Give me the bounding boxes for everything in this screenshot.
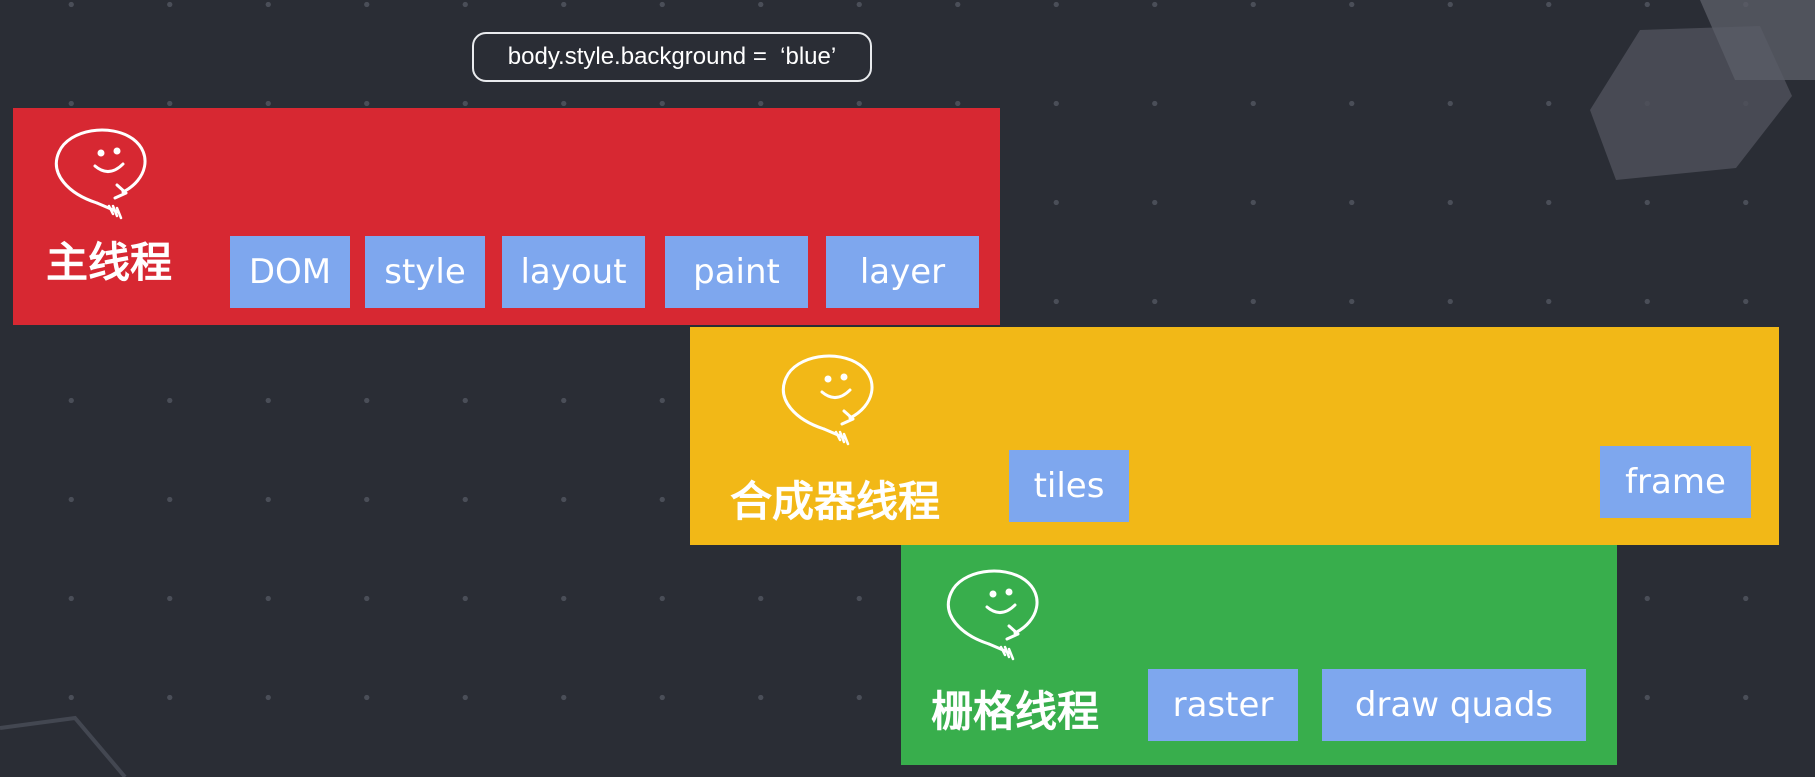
main-thread-band: 主线程 DOM style layout paint layer bbox=[13, 108, 1000, 325]
smiley-speech-bubble-icon bbox=[770, 352, 890, 458]
step-dom[interactable]: DOM bbox=[230, 236, 350, 308]
step-layer[interactable]: layer bbox=[826, 236, 979, 308]
smiley-speech-bubble-icon bbox=[935, 567, 1055, 673]
compositor-thread-band: 合成器线程 tiles frame bbox=[690, 327, 1779, 545]
smiley-speech-bubble-icon bbox=[43, 126, 163, 232]
hexagon-shape bbox=[1700, 0, 1815, 80]
step-frame[interactable]: frame bbox=[1600, 446, 1751, 518]
step-draw-quads[interactable]: draw quads bbox=[1322, 669, 1586, 741]
raster-thread-band: 栅格线程 raster draw quads bbox=[901, 545, 1617, 765]
step-paint[interactable]: paint bbox=[665, 236, 808, 308]
code-snippet-label: body.style.background = ‘blue’ bbox=[472, 32, 872, 82]
step-style[interactable]: style bbox=[365, 236, 485, 308]
raster-thread-title: 栅格线程 bbox=[931, 687, 1100, 736]
outline-shape bbox=[0, 715, 127, 777]
step-layout[interactable]: layout bbox=[502, 236, 645, 308]
main-thread-title: 主线程 bbox=[46, 238, 173, 287]
step-tiles[interactable]: tiles bbox=[1009, 450, 1129, 522]
compositor-thread-title: 合成器线程 bbox=[730, 477, 941, 526]
step-raster[interactable]: raster bbox=[1148, 669, 1298, 741]
